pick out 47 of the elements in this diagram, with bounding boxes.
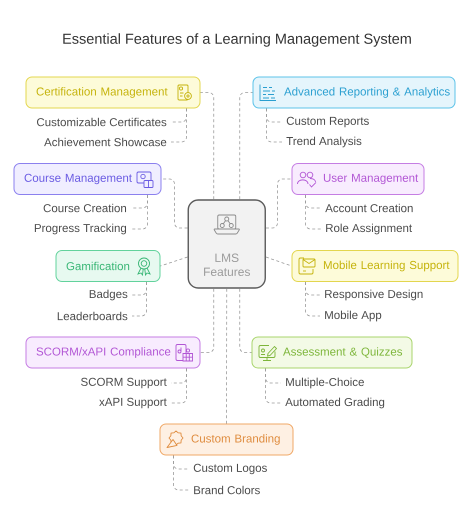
- list-item-text: xAPI Support: [99, 398, 167, 408]
- hub-box: LMS Features: [188, 199, 266, 289]
- connector-line: [305, 282, 320, 316]
- connector-line: [266, 108, 282, 142]
- connector-line: [266, 178, 292, 228]
- feature-box: User Management: [292, 163, 424, 195]
- list-item-text: Course Creation: [44, 204, 126, 212]
- connector-line: [226, 288, 228, 424]
- list-item-text: SCORM Support: [81, 378, 167, 388]
- feature-box: SCORM/xAPI Compliance: [26, 336, 200, 368]
- connector-line: [239, 288, 252, 353]
- connector-line: [265, 368, 282, 404]
- connector-line: [170, 108, 187, 142]
- list-item-text: Mobile App: [325, 310, 382, 322]
- list-item-text: Brand Colors: [194, 486, 260, 494]
- list-item-text: Automated Grading: [285, 398, 384, 408]
- list-item-text: Customizable Certificates: [37, 118, 166, 126]
- connector-line: [239, 92, 253, 200]
- list-item-text: Custom Logos: [194, 464, 267, 474]
- list-item-text: Role Assignment: [326, 224, 412, 234]
- feature-box: Course Management: [14, 163, 162, 195]
- connector-line: [170, 368, 187, 404]
- connector-line: [173, 455, 190, 490]
- connector-line: [132, 282, 147, 316]
- feature-box: Mobile Learning Support: [292, 250, 458, 282]
- list-item-text: Account Creation: [325, 204, 413, 212]
- connector-line: [160, 256, 188, 266]
- feature-box: Assessment & Quizzes: [252, 336, 412, 368]
- feature-box: Advanced Reporting & Analytics: [252, 76, 456, 108]
- connector-line: [200, 288, 214, 353]
- connector-line: [161, 178, 188, 228]
- connector-line: [305, 194, 322, 230]
- feature-box: Gamification: [56, 250, 160, 282]
- list-item-text: Achievement Showcase: [44, 138, 166, 146]
- connector-line: [200, 92, 214, 200]
- list-item-text: Multiple-Choice: [286, 378, 364, 388]
- list-item-text: Badges: [90, 290, 128, 300]
- list-item-text: Leaderboards: [58, 312, 128, 320]
- list-item-text: Progress Tracking: [34, 224, 126, 234]
- connector-line: [130, 194, 148, 230]
- list-item-text: Trend Analysis: [286, 136, 362, 148]
- title: Essential Features of a Learning Management System: [63, 33, 411, 47]
- list-item-text: Responsive Design: [325, 290, 422, 300]
- feature-box: Certification Management: [26, 76, 200, 108]
- list-item-text: Custom Reports: [286, 116, 369, 128]
- connector-line: [266, 256, 292, 266]
- feature-box: Custom Branding: [160, 424, 294, 456]
